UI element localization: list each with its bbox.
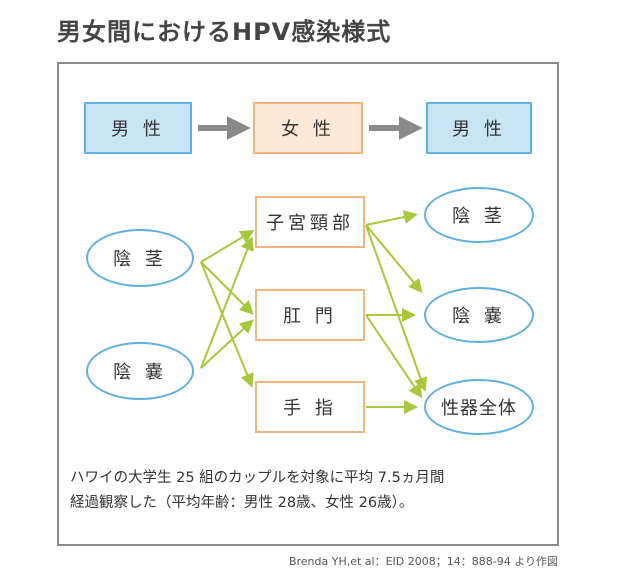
arrow-cervix-to-genitals <box>365 224 428 392</box>
target-oval-genitals: 性器全体 <box>424 379 534 435</box>
caption-line-2: 経過観察した（平均年齢：男性 28歳、女性 26歳）。 <box>70 495 414 511</box>
caption-line-1: ハワイの大学生 25 組のカップルを対象に平均 7.5ヵ月間 <box>70 470 445 486</box>
arrow-cervix-to-scrotum <box>365 224 423 294</box>
arrow-anus-to-genitals <box>365 314 423 399</box>
source-citation: Brenda YH,et al：EID 2008；14：888-94 より作図 <box>288 555 558 568</box>
site-box-cervix: 子宮頸部 <box>255 196 365 248</box>
target-oval-penis: 陰 茎 <box>424 187 534 243</box>
arrow-scrotum-to-anus <box>200 319 254 369</box>
male-box-left: 男 性 <box>84 102 192 154</box>
arrow-penis-to-anus <box>200 261 254 315</box>
arrow-penis-to-fingers <box>200 261 254 388</box>
male-box-right: 男 性 <box>426 102 532 154</box>
arrow-cervix-to-penis <box>365 210 418 226</box>
site-box-anus: 肛 門 <box>255 289 365 341</box>
source-oval-scrotum: 陰 嚢 <box>86 342 194 400</box>
source-oval-penis: 陰 茎 <box>86 229 194 287</box>
target-oval-scrotum: 陰 嚢 <box>424 287 534 343</box>
arrow-scrotum-to-cervix <box>200 236 254 369</box>
diagram-title: 男女間におけるHPV感染様式 <box>57 18 392 46</box>
diagram-frame <box>57 62 559 546</box>
female-box: 女 性 <box>253 102 363 154</box>
site-box-fingers: 手 指 <box>255 381 365 433</box>
study-caption: ハワイの大学生 25 組のカップルを対象に平均 7.5ヵ月間 経過観察した（平均… <box>70 466 548 516</box>
